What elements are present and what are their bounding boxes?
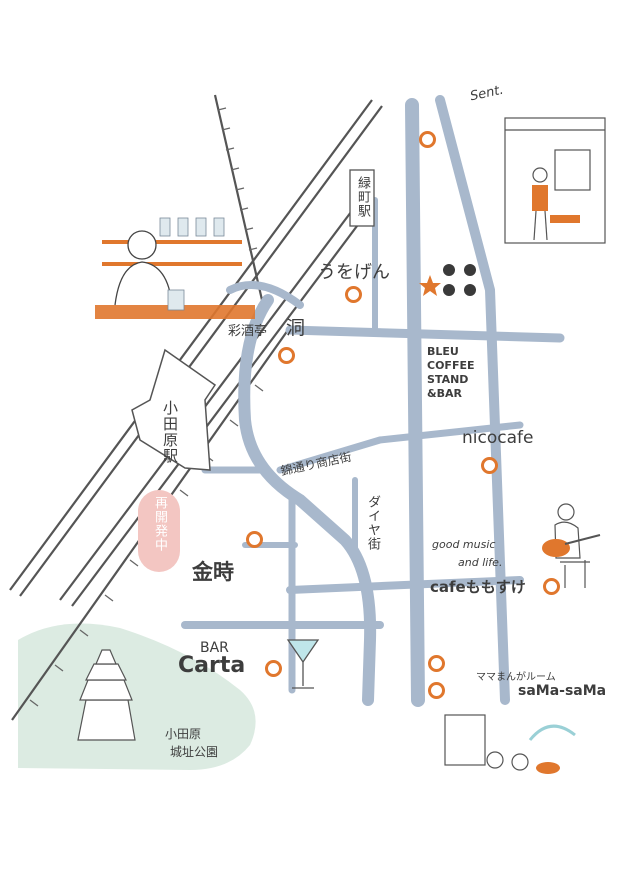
label-castle-park-2: 城址公園: [170, 745, 219, 759]
redevelopment-area: [138, 490, 180, 572]
label-hora: 洞: [286, 317, 306, 339]
label-goodmusic-1: good music: [432, 538, 496, 551]
pin-carta[interactable]: [265, 660, 282, 677]
label-midoricho-station: 緑町駅: [355, 176, 370, 218]
coffee-stand-icons: [443, 264, 476, 296]
label-nicocafe: nicocafe: [462, 428, 534, 448]
pin-cafe-momosuke[interactable]: [543, 578, 560, 595]
pin-utogen[interactable]: [345, 286, 362, 303]
guitarist-illustration: [542, 503, 601, 588]
label-bleu-1: BLEU: [427, 345, 459, 358]
label-samasama: saMa-saMa: [518, 683, 607, 699]
label-mamamanga: ママまんがルーム: [476, 672, 556, 683]
label-cafe-momosuke: cafeももすけ: [430, 578, 526, 596]
star-icon: [419, 275, 441, 296]
pin-nicocafe[interactable]: [481, 457, 498, 474]
castle-park-area: [18, 623, 256, 770]
pin-cafe-lower[interactable]: [428, 655, 445, 672]
pin-sent[interactable]: [419, 131, 436, 148]
manga-room-illustration: [444, 714, 576, 774]
odawara-station-box: [131, 348, 217, 471]
label-goodmusic-2: and life.: [458, 556, 503, 569]
label-odawara-station: 小田原駅: [161, 400, 179, 464]
midoricho-station-box: [349, 169, 375, 227]
pin-hora[interactable]: [278, 347, 295, 364]
label-redevelopment: 再開発中: [152, 496, 167, 552]
label-bleu-3: STAND: [427, 373, 469, 386]
castle-illustration: [77, 649, 136, 741]
label-saikatei: 彩酒亭: [228, 324, 268, 339]
pin-mamamanga[interactable]: [428, 682, 445, 699]
label-bleu-4: &BAR: [427, 387, 462, 400]
label-carta: Carta: [178, 653, 246, 678]
label-bar: BAR: [200, 640, 229, 656]
sent-cafe-illustration: [504, 117, 606, 244]
label-bleu-2: COFFEE: [427, 359, 475, 372]
shop-owner-illustration: [95, 217, 255, 319]
label-daiyagai: ダイヤ街: [365, 495, 380, 551]
pin-kintoki[interactable]: [246, 531, 263, 548]
label-castle-park-1: 小田原: [165, 727, 202, 741]
cocktail-icon: [286, 639, 320, 689]
label-utogen: うをげん: [318, 262, 390, 283]
label-kintoki: 金時: [192, 560, 234, 584]
roads: [181, 95, 565, 707]
